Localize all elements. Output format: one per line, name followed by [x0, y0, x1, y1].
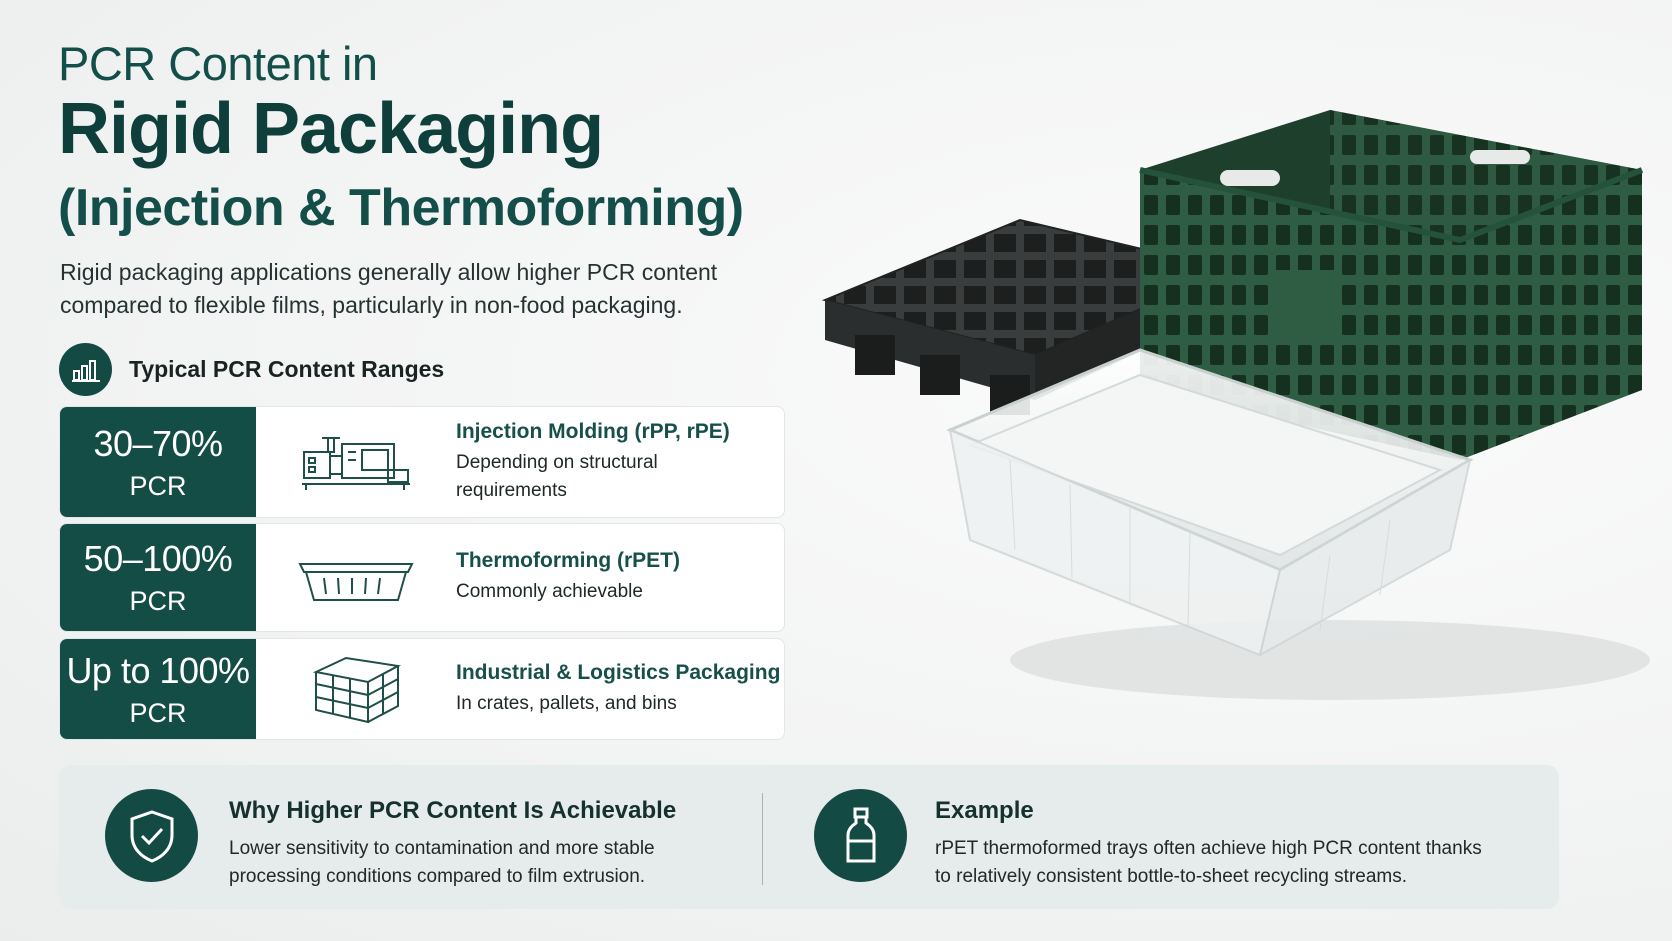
section-header: Typical PCR Content Ranges	[59, 343, 444, 396]
injection-molding-machine-icon	[296, 407, 416, 517]
range-row-thermoforming: 50–100% PCR Thermoforming (rPET) Commonl…	[59, 523, 785, 632]
range-value: 50–100%	[83, 538, 233, 579]
thermoformed-tray-icon	[296, 524, 416, 631]
why-desc: Lower sensitivity to contamination and m…	[229, 838, 655, 887]
example-title: Example	[935, 797, 1034, 824]
range-title: Industrial & Logistics Packaging	[456, 660, 781, 684]
range-desc: Depending on structural requirements	[456, 451, 658, 501]
range-title: Thermoforming (rPET)	[456, 549, 680, 572]
range-badge: 50–100% PCR	[60, 524, 256, 631]
title-line-1: PCR Content in	[58, 37, 378, 90]
section-title: Typical PCR Content Ranges	[129, 356, 445, 382]
range-text: Industrial & Logistics Packaging In crat…	[456, 639, 780, 739]
range-text: Thermoforming (rPET) Commonly achievable	[456, 524, 756, 631]
divider	[762, 793, 763, 885]
range-unit: PCR	[129, 697, 187, 728]
clear-tray-illustration	[946, 348, 1474, 657]
range-unit: PCR	[129, 470, 187, 501]
product-illustration	[810, 100, 1670, 720]
range-row-industrial: Up to 100% PCR Industrial & Logistics Pa…	[59, 638, 785, 740]
range-value: 30–70%	[93, 422, 223, 464]
shield-check-icon	[105, 789, 198, 882]
bar-chart-icon	[59, 343, 112, 396]
range-text: Injection Molding (rPP, rPE) Depending o…	[456, 407, 756, 517]
range-unit: PCR	[129, 586, 187, 616]
range-value: Up to 100%	[66, 649, 250, 691]
intro-text: Rigid packaging applications generally a…	[60, 259, 718, 318]
example-desc: rPET thermoformed trays often achieve hi…	[935, 838, 1482, 887]
range-badge: Up to 100% PCR	[60, 639, 256, 739]
pallet-illustration	[821, 218, 1234, 415]
bottle-icon	[814, 789, 907, 882]
crate-icon	[296, 639, 416, 739]
range-desc: In crates, pallets, and bins	[456, 692, 677, 714]
range-desc: Commonly achievable	[456, 581, 643, 602]
bottom-panel: Why Higher PCR Content Is Achievable Low…	[59, 765, 1559, 909]
range-badge: 30–70% PCR	[60, 407, 256, 517]
title-line-2: Rigid Packaging	[58, 89, 604, 169]
why-title: Why Higher PCR Content Is Achievable	[229, 797, 677, 824]
title-line-3: (Injection & Thermoforming)	[58, 179, 744, 237]
range-row-injection: 30–70% PCR Injection Molding (rPP, rPE) …	[59, 406, 785, 518]
range-title: Injection Molding (rPP, rPE)	[456, 419, 730, 443]
